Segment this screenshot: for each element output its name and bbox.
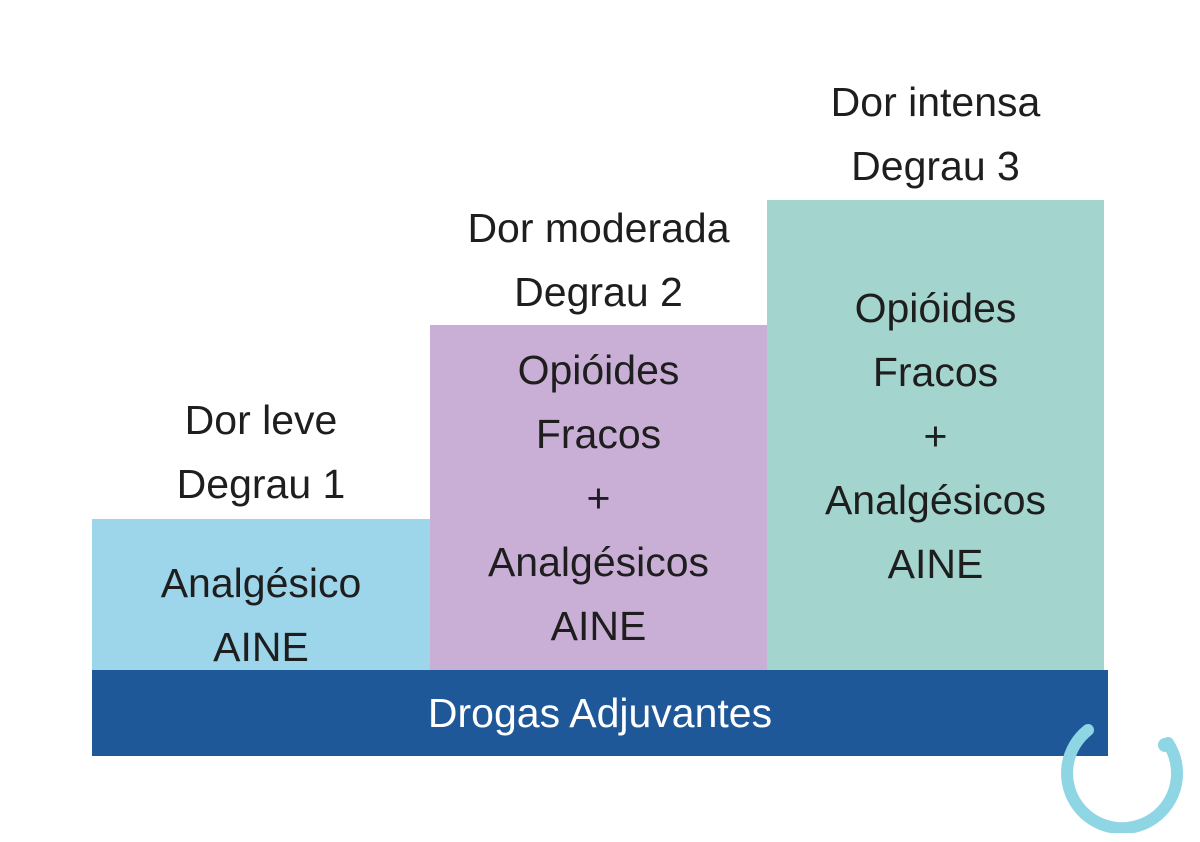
step-2-drug-line: Analgésicos	[487, 539, 710, 585]
step-3-caption: Dor intensa Degrau 3	[767, 70, 1104, 198]
step-2-drug-line: AINE	[550, 603, 647, 649]
step-3-drug-line: AINE	[887, 541, 984, 587]
adjuvant-drugs-label: Drogas Adjuvantes	[427, 689, 773, 736]
step-2-drug-line: Fracos	[535, 411, 662, 457]
step-2-caption: Dor moderada Degrau 2	[430, 196, 767, 324]
step-1-caption: Dor leve Degrau 1	[92, 388, 430, 516]
smile-ring-icon	[1061, 724, 1184, 833]
step-3-plus: +	[923, 413, 948, 459]
step-2-plus: +	[586, 475, 611, 521]
step-1-drug-line: Analgésico	[160, 560, 362, 606]
step-2-step-label: Degrau 2	[514, 269, 683, 315]
step-3-step-label: Degrau 3	[851, 143, 1020, 189]
step-3-drug-line: Analgésicos	[824, 477, 1047, 523]
step-1-box: Analgésico AINE	[92, 519, 430, 671]
step-1-step-label: Degrau 1	[176, 461, 346, 507]
step-3-box: Opióides Fracos + Analgésicos AINE	[767, 200, 1104, 671]
step-1-pain-level: Dor leve	[184, 397, 338, 443]
step-3-drug-line: Fracos	[872, 349, 999, 395]
step-3-pain-level: Dor intensa	[830, 79, 1041, 125]
step-3-drug-line: Opióides	[854, 285, 1017, 331]
step-2-box: Opióides Fracos + Analgésicos AINE	[430, 325, 767, 671]
step-1-drug-line: AINE	[213, 624, 309, 670]
step-2-drug-line: Opióides	[517, 347, 680, 393]
step-2-pain-level: Dor moderada	[467, 205, 730, 251]
adjuvant-drugs-bar: Drogas Adjuvantes	[92, 670, 1108, 756]
